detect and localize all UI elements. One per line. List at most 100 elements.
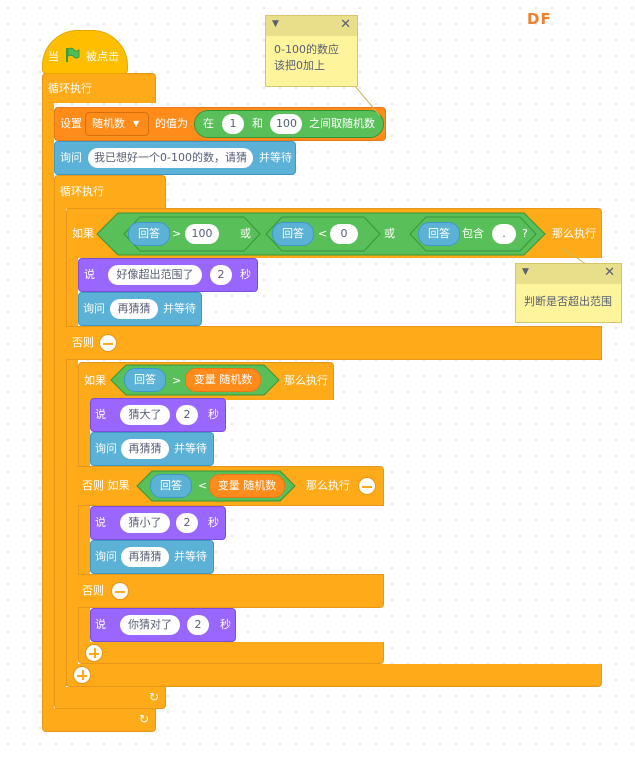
comment-note[interactable]: ▼ ✕ 判断是否超出范围 <box>515 263 622 323</box>
close-icon[interactable]: ✕ <box>604 265 615 280</box>
variable-dropdown-label: 随机数 <box>92 117 125 130</box>
variable-label: 变量 <box>193 373 216 386</box>
random-from-input[interactable]: 1 <box>222 114 244 134</box>
else-branch <box>78 574 384 608</box>
say-secs-input[interactable]: 2 <box>187 615 209 635</box>
secs-label: 秒 <box>240 268 251 281</box>
then-label: 那么执行 <box>306 479 350 492</box>
pick-random-in-label: 在 <box>203 117 214 130</box>
ask-label: 询问 <box>60 151 82 164</box>
say-label: 说 <box>95 516 106 529</box>
variable-name: 随机数 <box>219 373 253 386</box>
else-if-label: 否则 如果 <box>82 479 130 492</box>
ask-question-input[interactable]: 再猜猜 <box>110 299 158 319</box>
if-nested-bottom <box>78 642 384 664</box>
forever-outer-arm <box>42 100 54 720</box>
loop-arrow-icon: ↻ <box>148 690 159 704</box>
forever-outer-label: 循环执行 <box>48 82 92 95</box>
if-outer-bottom <box>66 664 602 687</box>
and-wait-label: 并等待 <box>259 151 292 164</box>
comment-header[interactable]: ▼ ✕ <box>266 16 357 36</box>
ask-question-input[interactable]: 我已想好一个0-100的数，请猜 <box>88 148 253 168</box>
say-secs-input[interactable]: 2 <box>210 265 232 285</box>
ask-label: 询问 <box>83 302 105 315</box>
else-label: 否则 <box>82 584 104 597</box>
say-secs-input[interactable]: 2 <box>176 513 198 533</box>
random-to-input[interactable]: 100 <box>270 114 302 134</box>
ask-question-input[interactable]: 再猜猜 <box>121 547 169 567</box>
hat-clicked-label: 被点击 <box>86 50 119 63</box>
answer-reporter[interactable]: 回答 <box>418 222 460 246</box>
say-label: 说 <box>95 408 106 421</box>
when-flag-clicked-hat[interactable] <box>42 30 128 74</box>
compare-value-input[interactable]: 0 <box>330 224 358 244</box>
say-label: 说 <box>84 268 95 281</box>
if-outer-arm <box>66 256 78 686</box>
variable-label: 变量 <box>217 479 240 492</box>
collapse-else-if-icon[interactable] <box>358 477 376 495</box>
ask-question-input[interactable]: 再猜猜 <box>121 439 169 459</box>
chevron-down-icon[interactable]: ▼ <box>272 19 279 29</box>
variable-name: 随机数 <box>243 479 277 492</box>
less-than-label: < <box>198 479 208 492</box>
and-wait-label: 并等待 <box>163 302 196 315</box>
say-text-input[interactable]: 好像超出范围了 <box>108 265 202 285</box>
variable-reporter[interactable]: 变量 随机数 <box>185 368 261 392</box>
pick-random-and-label: 和 <box>252 117 263 130</box>
expand-else-if-icon[interactable] <box>73 666 91 684</box>
pick-random-label: 之间取随机数 <box>309 117 375 130</box>
chevron-down-icon[interactable]: ▼ <box>522 267 529 277</box>
secs-label: 秒 <box>220 618 231 631</box>
forever-inner-label: 循环执行 <box>60 185 104 198</box>
compare-value-input[interactable]: 100 <box>185 224 219 244</box>
say-text-input[interactable]: 猜小了 <box>120 513 170 533</box>
loop-arrow-icon: ↻ <box>138 712 149 726</box>
ask-label: 询问 <box>95 550 117 563</box>
collapse-else-icon[interactable] <box>111 582 129 600</box>
comment-text[interactable]: 判断是否超出范围 <box>524 295 612 308</box>
say-text-input[interactable]: 猜大了 <box>120 405 170 425</box>
set-label: 设置 <box>60 117 82 130</box>
answer-reporter[interactable]: 回答 <box>150 474 192 498</box>
if-label: 如果 <box>72 227 94 240</box>
question-mark-label: ? <box>522 227 528 240</box>
watermark-logo: DF <box>527 10 552 28</box>
then-label: 那么执行 <box>552 227 596 240</box>
value-of-label: 的值为 <box>155 117 188 130</box>
if-nested-arm <box>78 398 90 660</box>
answer-reporter[interactable]: 回答 <box>272 222 314 246</box>
forever-loop-inner[interactable] <box>54 175 166 209</box>
secs-label: 秒 <box>208 516 219 529</box>
and-wait-label: 并等待 <box>174 550 207 563</box>
and-wait-label: 并等待 <box>174 442 207 455</box>
collapse-else-icon[interactable] <box>99 334 117 352</box>
hat-when-label: 当 <box>48 50 59 63</box>
else-label: 否则 <box>72 336 94 349</box>
if-label: 如果 <box>84 374 106 387</box>
forever-inner-bottom: ↻ <box>54 687 166 709</box>
or-label: 或 <box>240 227 251 240</box>
green-flag-icon <box>66 47 80 62</box>
say-label: 说 <box>95 618 106 631</box>
contains-label: 包含 <box>462 227 484 240</box>
comment-note[interactable]: ▼ ✕ 0-100的数应该把0加上 <box>265 15 358 87</box>
comment-text[interactable]: 0-100的数应该把0加上 <box>274 43 339 72</box>
comment-header[interactable]: ▼ ✕ <box>516 264 621 284</box>
say-secs-input[interactable]: 2 <box>176 405 198 425</box>
forever-inner-arm <box>54 205 66 690</box>
less-than-label: < <box>318 227 328 240</box>
variable-reporter[interactable]: 变量 随机数 <box>209 474 285 498</box>
secs-label: 秒 <box>208 408 219 421</box>
answer-reporter[interactable]: 回答 <box>124 368 166 392</box>
greater-than-label: > <box>172 374 182 387</box>
say-text-input[interactable]: 你猜对了 <box>120 615 180 635</box>
close-icon[interactable]: ✕ <box>340 17 351 32</box>
forever-outer-bottom: ↻ <box>42 708 156 732</box>
then-label: 那么执行 <box>284 374 328 387</box>
or-label: 或 <box>384 227 395 240</box>
expand-else-if-icon[interactable] <box>85 644 103 662</box>
variable-dropdown[interactable]: 随机数 ▼ <box>85 112 149 136</box>
answer-reporter[interactable]: 回答 <box>128 222 170 246</box>
else-branch <box>66 326 602 360</box>
contains-value-input[interactable]: . <box>492 224 516 244</box>
